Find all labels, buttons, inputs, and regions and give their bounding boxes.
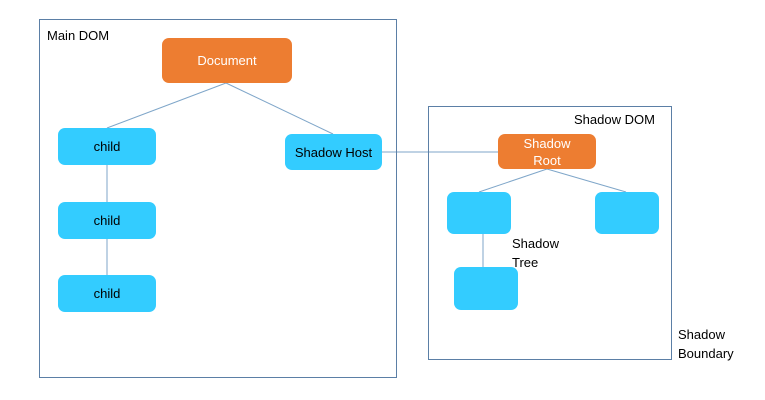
edge-document-child xyxy=(106,82,227,129)
shadow-tree-caption: Shadow Tree xyxy=(512,236,559,270)
shadow-dom-frame xyxy=(428,106,672,360)
main-dom-frame xyxy=(39,19,397,378)
child-node-2: child xyxy=(58,202,156,239)
edge-document-shadow-host xyxy=(225,82,334,135)
edge-root-left-node xyxy=(478,168,548,193)
shadow-root-node: Shadow Root xyxy=(498,134,596,169)
shadow-tree-node-right xyxy=(595,192,659,234)
shadow-host-node: Shadow Host xyxy=(285,134,382,170)
child-node-1: child xyxy=(58,128,156,165)
edge-root-right-node xyxy=(546,168,627,193)
document-node: Document xyxy=(162,38,292,83)
shadow-tree-node-bottom xyxy=(454,267,518,310)
shadow-tree-node-left xyxy=(447,192,511,234)
child-node-3: child xyxy=(58,275,156,312)
shadow-boundary-caption: Shadow Boundary xyxy=(678,327,734,361)
shadow-dom-label: Shadow DOM xyxy=(574,112,655,127)
main-dom-label: Main DOM xyxy=(47,28,110,43)
